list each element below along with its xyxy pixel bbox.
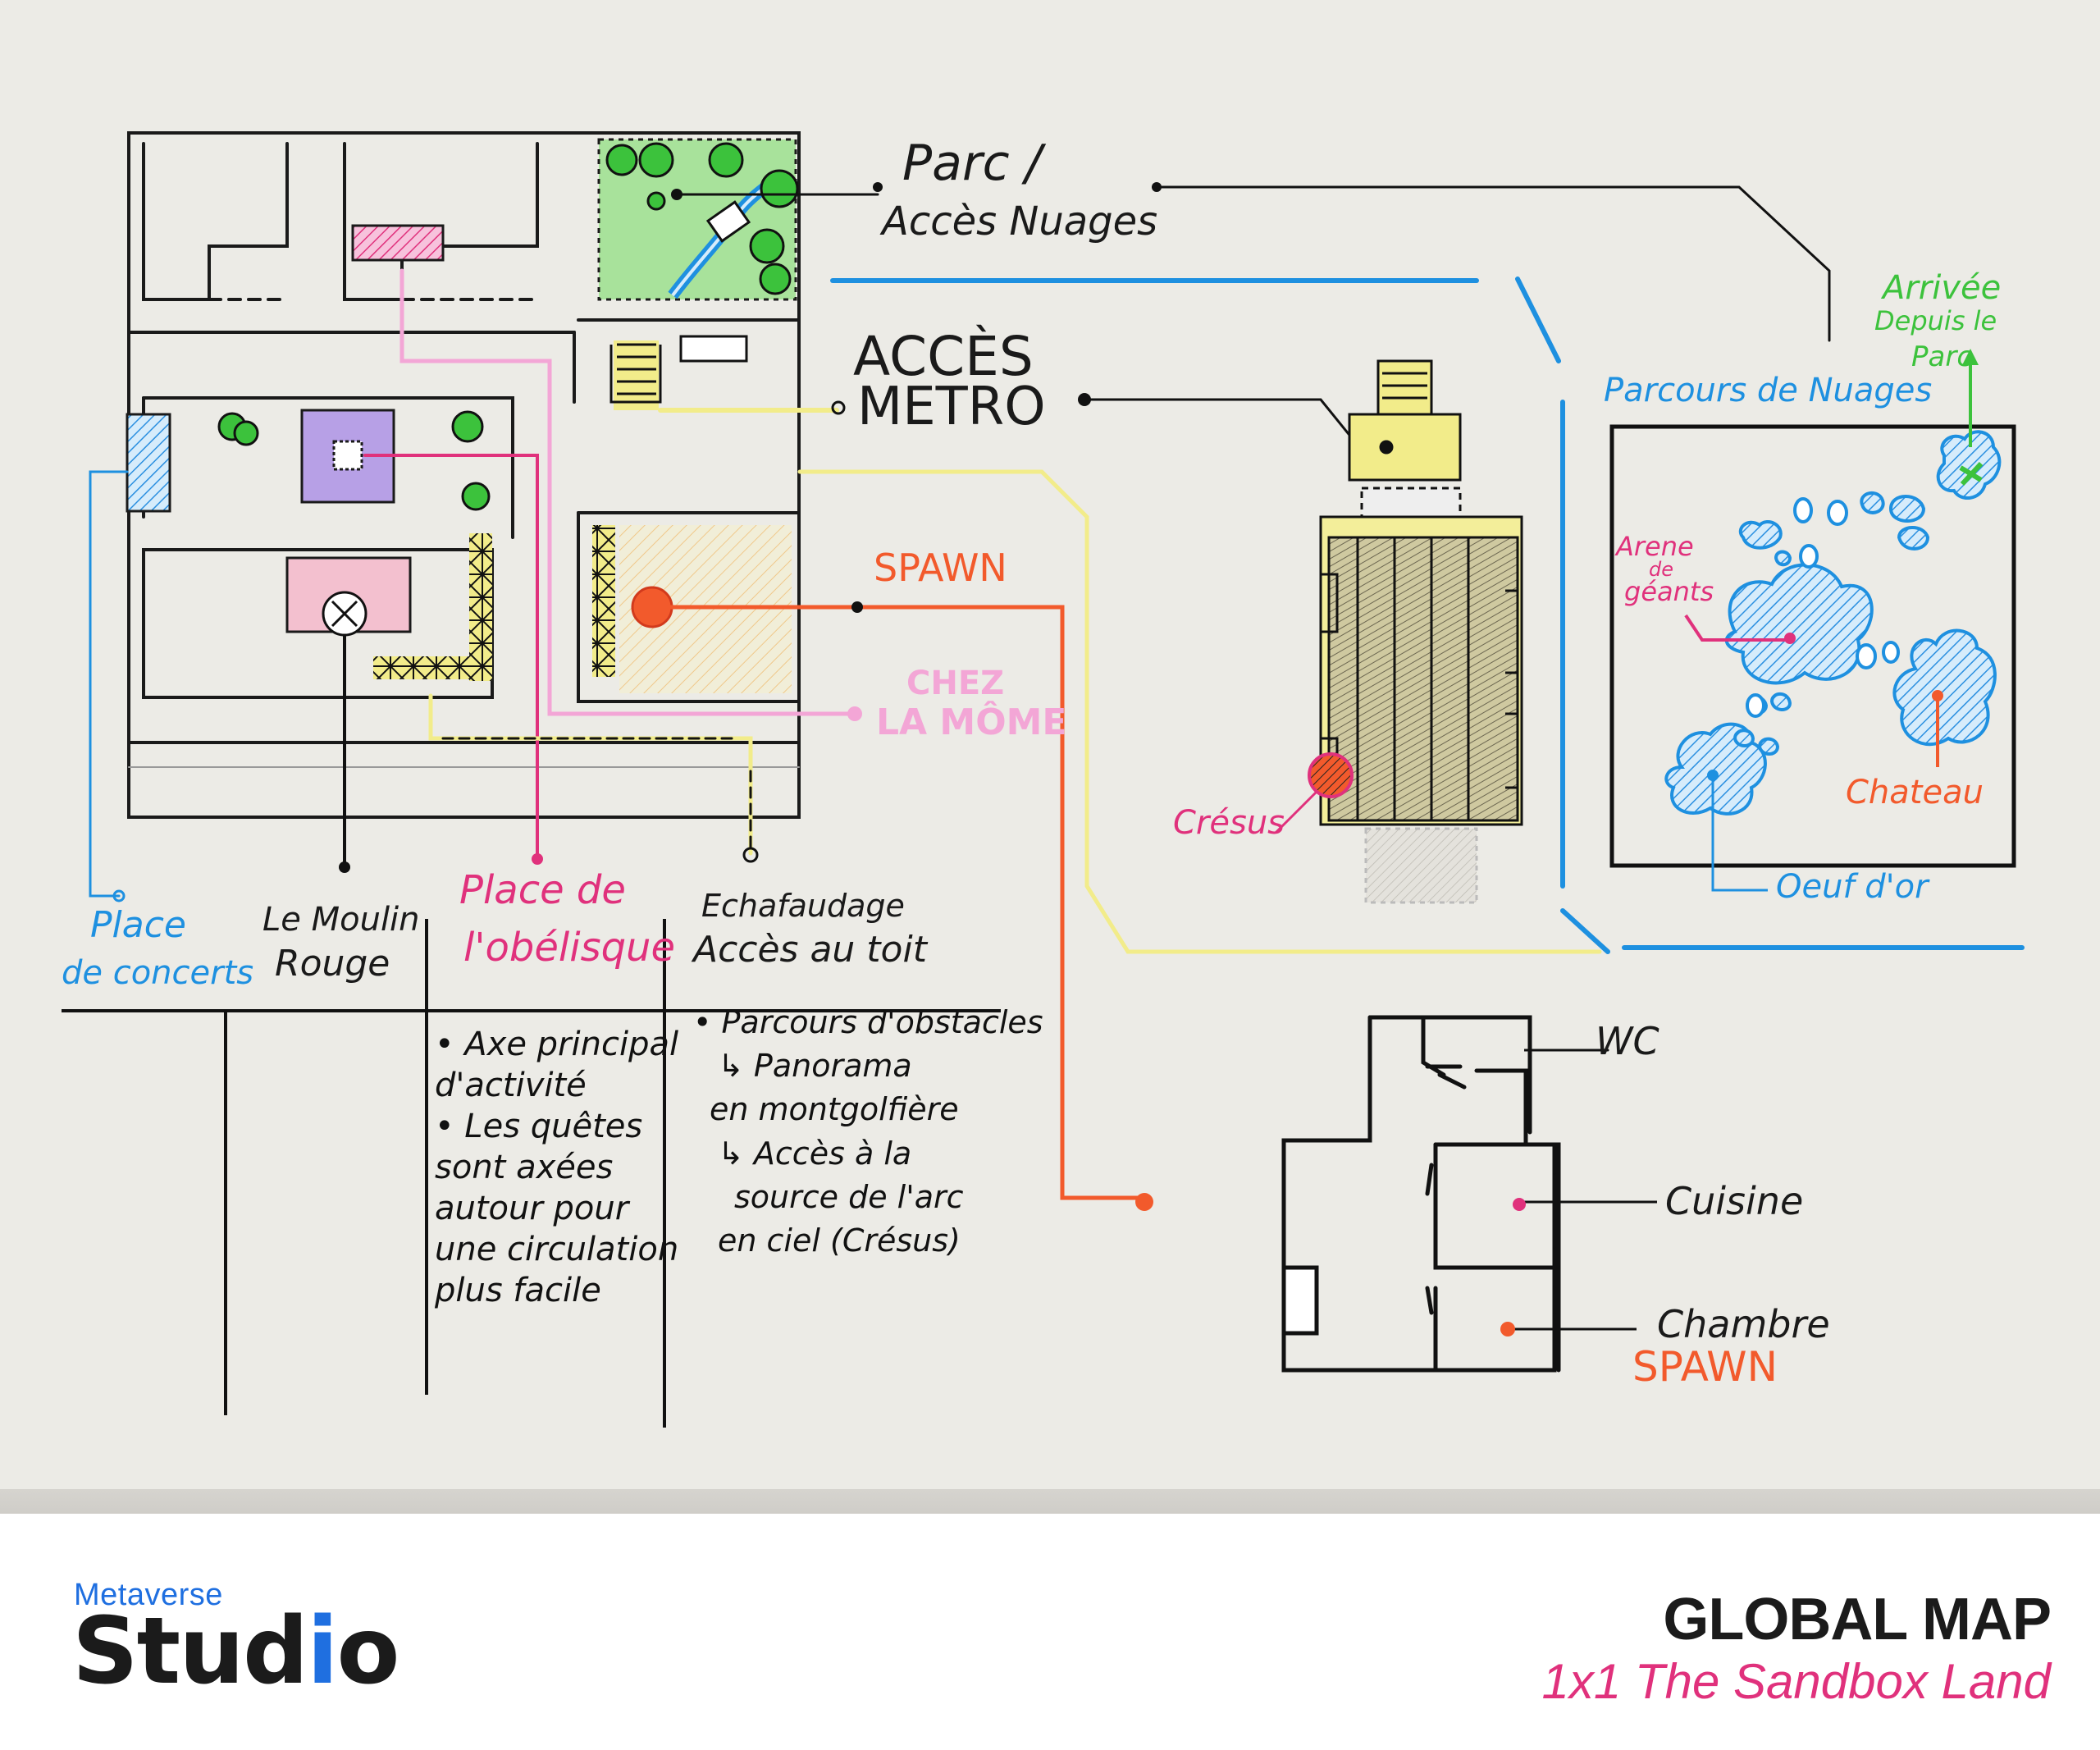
page-subtitle: 1x1 The Sandbox Land — [1541, 1654, 2051, 1709]
global-map-drawing — [62, 131, 2025, 1428]
note-line: ↳ Panorama — [718, 1048, 912, 1085]
label-chateau: Chateau — [1846, 774, 1984, 811]
label-geants: géants — [1624, 576, 1714, 607]
label-chambre: Chambre — [1657, 1302, 1830, 1346]
note-line: • Parcours d'obstacles — [693, 1004, 1043, 1040]
note-line: d'activité — [435, 1067, 587, 1104]
legend-echafaudage-2: Accès au toit — [693, 929, 927, 971]
label-parc: Parc / — [902, 135, 1042, 192]
legend-echafaudage-1: Echafaudage — [701, 888, 905, 924]
note-line: en montgolfière — [710, 1091, 959, 1128]
trees-middle — [217, 410, 491, 511]
footer: Metaverse Studio GLOBAL MAP 1x1 The Sand… — [0, 1514, 2100, 1750]
label-cresus: Crésus — [1173, 804, 1285, 842]
label-parc-small: Parc — [1911, 340, 1973, 373]
cloud-park — [1609, 349, 2016, 892]
label-depuis-le: Depuis le — [1874, 305, 1997, 336]
note-line: source de l'arc — [734, 1178, 964, 1215]
brand-studio-accent: i — [307, 1598, 338, 1705]
brand-studio-logo: Studio — [72, 1606, 399, 1697]
legend-obelisque-2: l'obélisque — [463, 925, 675, 971]
brand-metaverse: Metaverse — [74, 1578, 223, 1612]
label-arrivee: Arrivée — [1883, 269, 2002, 307]
label-metro: METRO — [857, 377, 1046, 437]
label-la-mome: LA MÔME — [876, 701, 1067, 743]
metro-tower — [1274, 359, 1523, 904]
label-oeuf: Oeuf d'or — [1776, 868, 1929, 906]
map-sheet: Parc / Accès Nuages ACCÈS METRO SPAWN CH… — [62, 131, 2025, 1428]
sheet-shadow — [0, 1489, 2100, 1514]
metro-entrance — [609, 335, 748, 410]
label-acces-nuages: Accès Nuages — [882, 199, 1158, 244]
page-title: GLOBAL MAP — [1663, 1587, 2052, 1652]
city-block — [127, 131, 801, 819]
label-spawn-house: SPAWN — [1632, 1343, 1778, 1391]
note-line: ↳ Accès à la — [718, 1135, 912, 1172]
moulin-rouge-building — [285, 556, 412, 637]
connector-lines — [89, 182, 1831, 1211]
scaffolding-right — [592, 525, 615, 677]
legend-place-concerts-1: Place — [90, 904, 186, 946]
label-chez: CHEZ — [906, 665, 1005, 702]
echafaudage-notes: • Parcours d'obstacles ↳ Panorama en mon… — [693, 1001, 1043, 1263]
note-line: plus facile — [435, 1272, 601, 1309]
label-parcours-nuages: Parcours de Nuages — [1604, 372, 1933, 409]
park-area — [597, 138, 799, 301]
legend-moulin-2: Rouge — [275, 943, 390, 985]
note-line: • Axe principal — [435, 1026, 679, 1063]
house-plan — [1281, 1015, 1609, 1373]
blue-border-lines — [830, 276, 2025, 954]
note-line: sont axées — [435, 1149, 614, 1186]
legend-place-concerts-2: de concerts — [62, 954, 254, 992]
legend-table — [62, 919, 1001, 1428]
label-spawn-main: SPAWN — [874, 546, 1007, 590]
label-de: de — [1649, 558, 1673, 581]
brand-studio-part: o — [336, 1598, 400, 1705]
note-line: autour pour — [435, 1190, 629, 1227]
label-wc: WC — [1596, 1019, 1659, 1063]
note-line: en ciel (Crésus) — [718, 1222, 961, 1259]
legend-obelisque-1: Place de — [459, 867, 626, 913]
note-line: • Les quêtes — [435, 1108, 643, 1145]
chez-la-mome-building — [351, 224, 445, 262]
label-cuisine: Cuisine — [1665, 1179, 1804, 1223]
note-line: une circulation — [435, 1231, 679, 1268]
label-acces: ACCÈS — [853, 325, 1034, 388]
legend-moulin-1: Le Moulin — [262, 901, 420, 939]
brand-studio-part: Stud — [72, 1598, 308, 1705]
obelisque-notes: • Axe principal d'activité • Les quêtes … — [435, 1024, 678, 1311]
concert-stage — [126, 413, 171, 513]
label-arene: Arene — [1616, 531, 1694, 562]
scaffolding-horizontal — [373, 656, 480, 679]
